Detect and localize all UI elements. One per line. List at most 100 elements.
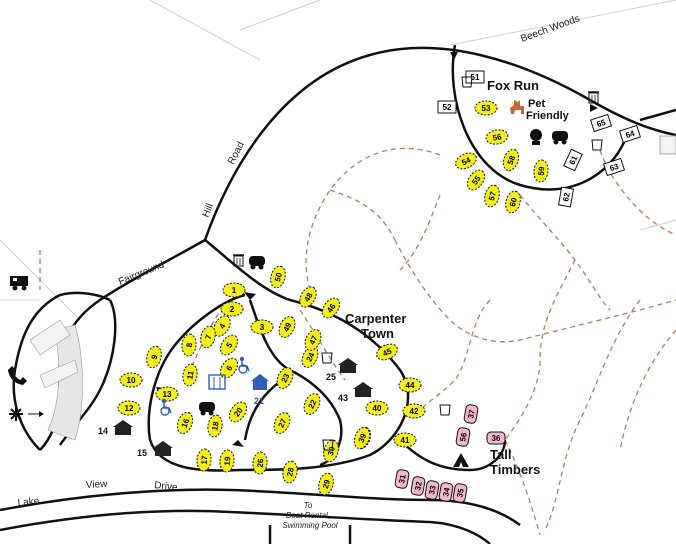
site-30[interactable]: 30 (321, 439, 340, 464)
site-9[interactable]: 9 (144, 345, 163, 370)
site-number: 54 (460, 155, 472, 167)
site-60[interactable]: 60 (503, 190, 522, 215)
cabin-15[interactable]: 15 (137, 441, 173, 458)
site-marker (393, 432, 417, 448)
site-16[interactable]: 16 (175, 410, 196, 435)
cabin-43[interactable]: 43 (338, 382, 373, 403)
area-label-fox-run: Fox Run (487, 78, 539, 93)
site-55[interactable]: 55 (464, 167, 488, 193)
site-20[interactable]: 20 (226, 399, 250, 425)
site-number: 51 (471, 73, 480, 82)
site-8[interactable]: 8 (181, 333, 197, 357)
site-56[interactable]: 56 (455, 427, 471, 447)
site-22[interactable]: 22 (301, 391, 323, 417)
site-52[interactable]: 52 (437, 100, 457, 114)
site-64[interactable]: 64 (618, 124, 642, 144)
site-number: 26 (256, 458, 266, 468)
road-label-fairground: Fairground (117, 259, 166, 287)
site-27[interactable]: 27 (271, 410, 293, 436)
site-marker (176, 411, 194, 435)
site-5[interactable]: 5 (217, 332, 241, 358)
note-line-2: Boat Rental, (286, 511, 330, 520)
site-56[interactable]: 56 (485, 128, 509, 146)
site-24[interactable]: 24 (299, 344, 321, 370)
site-18[interactable]: 18 (206, 414, 224, 438)
site-65[interactable]: 65 (589, 113, 613, 133)
site-28[interactable]: 28 (281, 460, 299, 484)
site-53[interactable]: 53 (474, 100, 498, 116)
cabin-14[interactable]: 14 (98, 420, 133, 436)
site-33[interactable]: 33 (424, 480, 440, 500)
site-marker (402, 403, 426, 419)
site-37[interactable]: 37 (463, 404, 479, 424)
site-29[interactable]: 29 (316, 472, 335, 497)
site-61[interactable]: 61 (563, 148, 583, 172)
site-1[interactable]: 1 (222, 282, 246, 298)
site-11[interactable]: 11 (181, 363, 199, 387)
site-number: 59 (537, 166, 547, 176)
site-44[interactable]: 44 (398, 377, 422, 393)
site-2[interactable]: 2 (220, 301, 244, 317)
site-26[interactable]: 26 (252, 451, 268, 475)
site-57[interactable]: 57 (482, 184, 501, 209)
site-marker (353, 426, 371, 450)
site-13[interactable]: 13 (155, 386, 179, 402)
site-32[interactable]: 32 (410, 476, 426, 496)
site-59[interactable]: 59 (533, 159, 549, 183)
site-4[interactable]: 4 (210, 313, 233, 339)
site-number: 3 (260, 323, 265, 332)
site-47[interactable]: 47 (302, 327, 324, 353)
trash-icon (588, 91, 599, 104)
site-48[interactable]: 48 (296, 284, 319, 310)
site-54[interactable]: 54 (453, 150, 479, 172)
water-icon-2 (591, 139, 603, 151)
site-40[interactable]: 40 (365, 400, 389, 416)
site-58[interactable]: 58 (501, 147, 522, 172)
site-36[interactable]: 36 (486, 431, 506, 445)
site-41[interactable]: 41 (393, 432, 417, 448)
site-23[interactable]: 23 (274, 365, 296, 391)
site-number: 45 (381, 346, 393, 358)
site-62[interactable]: 62 (557, 186, 575, 208)
site-39[interactable]: 39 (352, 425, 373, 450)
site-31[interactable]: 31 (394, 469, 410, 489)
site-17[interactable]: 17 (196, 448, 212, 472)
area-label-carpenter-2: Town (361, 326, 394, 341)
site-63[interactable]: 63 (602, 157, 626, 177)
cabin-21-accessible[interactable]: 21 (251, 374, 269, 406)
site-45[interactable]: 45 (374, 341, 400, 363)
site-number: 62 (561, 191, 572, 202)
site-number: 47 (307, 334, 319, 346)
site-7[interactable]: 7 (198, 325, 217, 350)
site-marker (486, 431, 506, 445)
site-35[interactable]: 35 (452, 483, 468, 503)
rv-icon (10, 276, 28, 291)
site-marker (119, 372, 143, 388)
site-3[interactable]: 3 (250, 319, 274, 335)
edge-buildings (659, 135, 676, 155)
site-46[interactable]: 46 (319, 295, 343, 321)
site-number: 39 (357, 432, 369, 444)
site-marker (250, 319, 274, 335)
site-10[interactable]: 10 (119, 372, 143, 388)
site-50[interactable]: 50 (268, 265, 287, 290)
site-12[interactable]: 12 (117, 400, 141, 416)
site-number: 9 (150, 353, 160, 360)
accessible-icon-2 (160, 398, 172, 416)
site-number: 10 (127, 376, 136, 385)
site-19[interactable]: 19 (219, 449, 235, 473)
site-marker (252, 451, 268, 475)
site-marker (278, 316, 296, 338)
restroom-icon (530, 129, 542, 145)
site-42[interactable]: 42 (402, 403, 426, 419)
site-34[interactable]: 34 (438, 482, 454, 502)
site-number: 24 (304, 351, 316, 363)
site-number: 6 (224, 363, 234, 372)
cabin-25[interactable]: 25 (326, 358, 358, 382)
site-marker (200, 325, 216, 349)
site-6[interactable]: 6 (217, 355, 241, 381)
site-49[interactable]: 49 (276, 314, 298, 340)
site-number: 18 (210, 420, 221, 431)
site-marker (505, 190, 521, 214)
site-number: 19 (223, 456, 233, 466)
